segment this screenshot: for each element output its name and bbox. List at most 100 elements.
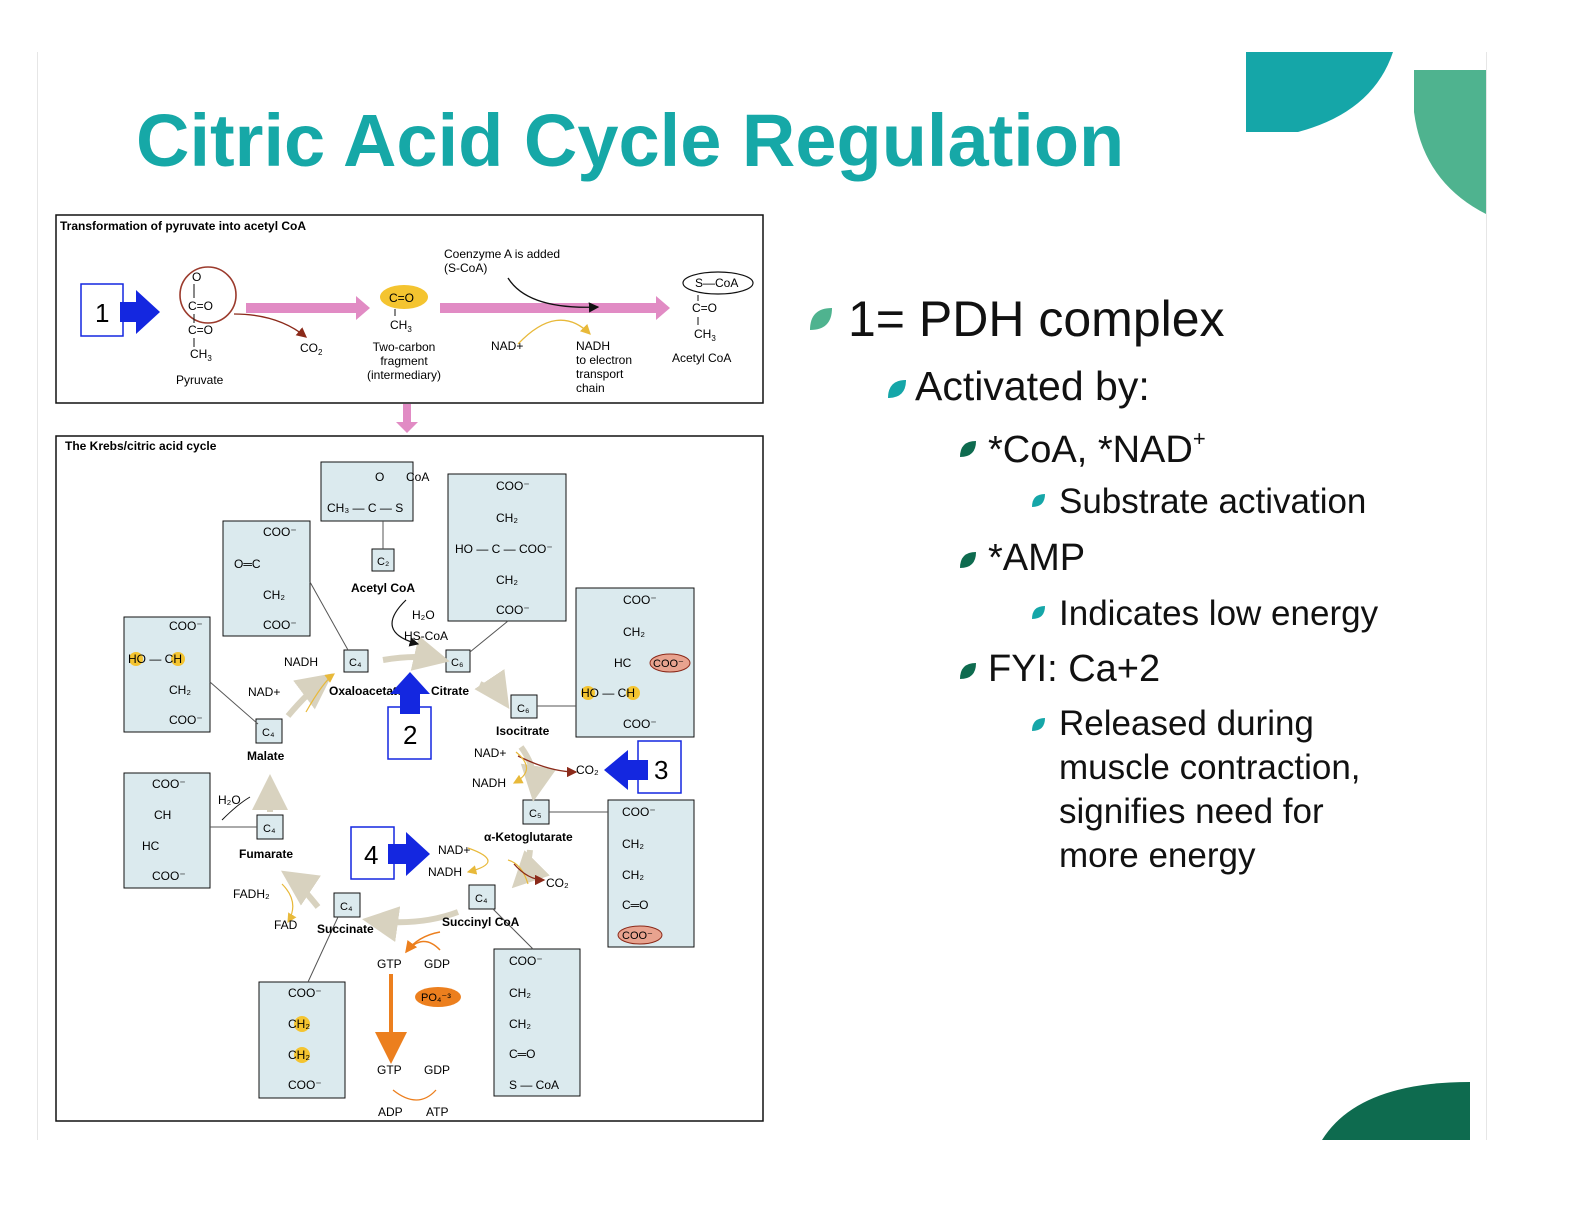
oxaloacetate-struct-box	[222, 520, 311, 637]
lbl-adp: ADP	[378, 1105, 403, 1119]
scoa-c-eq-o: C═O	[509, 1047, 536, 1061]
cycle-arrow-citrate-iso	[474, 669, 510, 709]
marker-2-label: 2	[403, 720, 417, 750]
lbl-gdp-bottom: GDP	[424, 1063, 450, 1077]
hscoa-release-arrow	[391, 599, 420, 647]
two-carbon-highlight	[380, 285, 428, 309]
slide: Citric Acid Cycle Regulation Transformat…	[37, 52, 1487, 1140]
marker-1-arrow	[120, 290, 160, 334]
lbl-nadh-iso: NADH	[472, 776, 506, 790]
released-line-1: Released during	[1059, 704, 1314, 743]
c4-label-malate: C₄	[262, 727, 275, 739]
iso-ho-ch: HO — CH	[581, 686, 635, 700]
bullet-leaf-icon	[1032, 494, 1045, 507]
lbl-alpha-kg: α-Ketoglutarate	[484, 830, 573, 844]
c5-label: C₅	[529, 808, 541, 820]
released-line-4: more energy	[1059, 836, 1256, 875]
bullet-leaf-icon	[1032, 606, 1045, 619]
akg-ch2-2: CH₂	[622, 868, 644, 882]
krebs-panel: The Krebs/citric acid cycle O CoA CH₃ — …	[55, 435, 764, 1122]
link-citrate	[469, 620, 509, 653]
lbl-h2o-fum: H₂O	[218, 793, 241, 807]
lbl-gdp-top: GDP	[424, 957, 450, 971]
akg-coo-highlight	[617, 925, 663, 945]
succ-ch2-2: CH₂	[288, 1048, 310, 1062]
bullet-level2: Activated by:	[915, 363, 1150, 409]
c6-label-iso: C₆	[517, 703, 529, 715]
succ-coo-1: COO⁻	[288, 986, 322, 1000]
scoa-ch2-2: CH₂	[509, 1017, 531, 1031]
scoa-coo: COO⁻	[509, 954, 543, 968]
two-carbon-c-eq-o: C=O	[389, 291, 414, 305]
acetyl-coa-s-coa-oval	[682, 271, 754, 295]
citric-acid-figure: Transformation of pyruvate into acetyl C…	[55, 214, 764, 1122]
coenzyme-add-arrow	[507, 277, 600, 313]
lbl-nad-iso: NAD+	[474, 746, 506, 760]
akg-c-eq-o: C═O	[622, 898, 649, 912]
decor-green-leaf	[1414, 70, 1486, 214]
decor-top-right	[1246, 52, 1486, 214]
lbl-fad: FAD	[274, 918, 298, 932]
bullet-leaf-icon	[960, 663, 976, 679]
akg-coo-1: COO⁻	[622, 805, 656, 819]
iso-coo-highlight	[649, 653, 691, 673]
iso-ch-highlight	[626, 686, 640, 700]
cycle-arrow-akg-scoa	[511, 849, 550, 889]
c4-box-oxalo	[343, 649, 369, 673]
adp-atp-arrow	[392, 1089, 437, 1101]
succinate-struct-box	[258, 981, 346, 1099]
oxalo-coo-2: COO⁻	[263, 618, 297, 632]
oxalo-ch2: CH₂	[263, 588, 285, 602]
link-oxalo	[309, 581, 349, 651]
cycle-arrow-scoa-succ	[362, 906, 460, 942]
bullet-level3-amp: *AMP	[988, 537, 1086, 579]
iso-ho-highlight	[581, 686, 595, 700]
h2o-fum-arrow	[221, 796, 251, 821]
lbl-hscoa: HS-CoA	[404, 629, 448, 643]
lbl-gtp-top: GTP	[377, 957, 402, 971]
c4-label-succinate: C₄	[340, 901, 353, 913]
bullet-level3-calcium: FYI: Ca+2	[988, 648, 1161, 690]
pyruvate-c-eq-o-1: C=O	[188, 299, 213, 313]
lbl-succinyl-coa: Succinyl CoA	[442, 915, 520, 929]
pyruvate-panel-heading: Transformation of pyruvate into acetyl C…	[60, 219, 306, 233]
nad-akg-arrow	[507, 859, 529, 885]
two-carbon-ch3: CH3	[390, 318, 412, 334]
coenzyme-note-2: (S-CoA)	[444, 261, 487, 275]
lbl-h2o: H₂O	[412, 608, 435, 622]
alpha-kg-struct-box	[607, 799, 695, 948]
scoa-ch2-1: CH₂	[509, 986, 531, 1000]
iso-coo-1: COO⁻	[623, 593, 657, 607]
link-succinylcoa	[492, 908, 534, 950]
nad-iso-arrow	[512, 751, 528, 784]
lbl-gtp-bottom: GTP	[377, 1063, 402, 1077]
bullet-level3-coa-nad: *CoA, *NAD+	[988, 426, 1206, 471]
fum-coo-1: COO⁻	[152, 777, 186, 791]
lbl-acetyl-coa: Acetyl CoA	[351, 581, 415, 595]
marker-3-label: 3	[654, 755, 668, 785]
pyruvate-carboxyl-circle	[179, 266, 237, 324]
malate-struct-box	[123, 616, 211, 733]
lbl-isocitrate: Isocitrate	[496, 724, 550, 738]
nad-oxalo-arrow	[305, 673, 335, 713]
pink-arrow-1	[246, 296, 370, 320]
co2-label: CO2	[300, 341, 323, 357]
fum-hc: HC	[142, 839, 160, 853]
citrate-ho-c-coo: HO — C — COO⁻	[455, 542, 553, 556]
link-malate	[209, 681, 259, 725]
pyruvate-o-minus: O	[192, 270, 201, 284]
oxalo-coo-1: COO⁻	[263, 525, 297, 539]
pyruvate-ch3: CH3	[190, 347, 212, 363]
iso-ch2: CH₂	[623, 625, 645, 639]
lbl-nad-akg: NAD+	[438, 843, 470, 857]
bullet-leaf-icon	[888, 380, 906, 398]
marker-1-label: 1	[95, 298, 109, 328]
pink-arrow-2	[440, 296, 670, 320]
nad-reduction-arrow	[517, 319, 591, 345]
lbl-oxaloacetate: Oxaloacetate	[329, 684, 404, 698]
malate-coo-1: COO⁻	[169, 619, 203, 633]
succinyl-coa-struct-box	[493, 948, 581, 1097]
gdp-succ-arrow	[405, 940, 441, 953]
nadh-label-1: NADH	[576, 339, 610, 353]
acetyl-coa-struct-box	[320, 461, 414, 522]
